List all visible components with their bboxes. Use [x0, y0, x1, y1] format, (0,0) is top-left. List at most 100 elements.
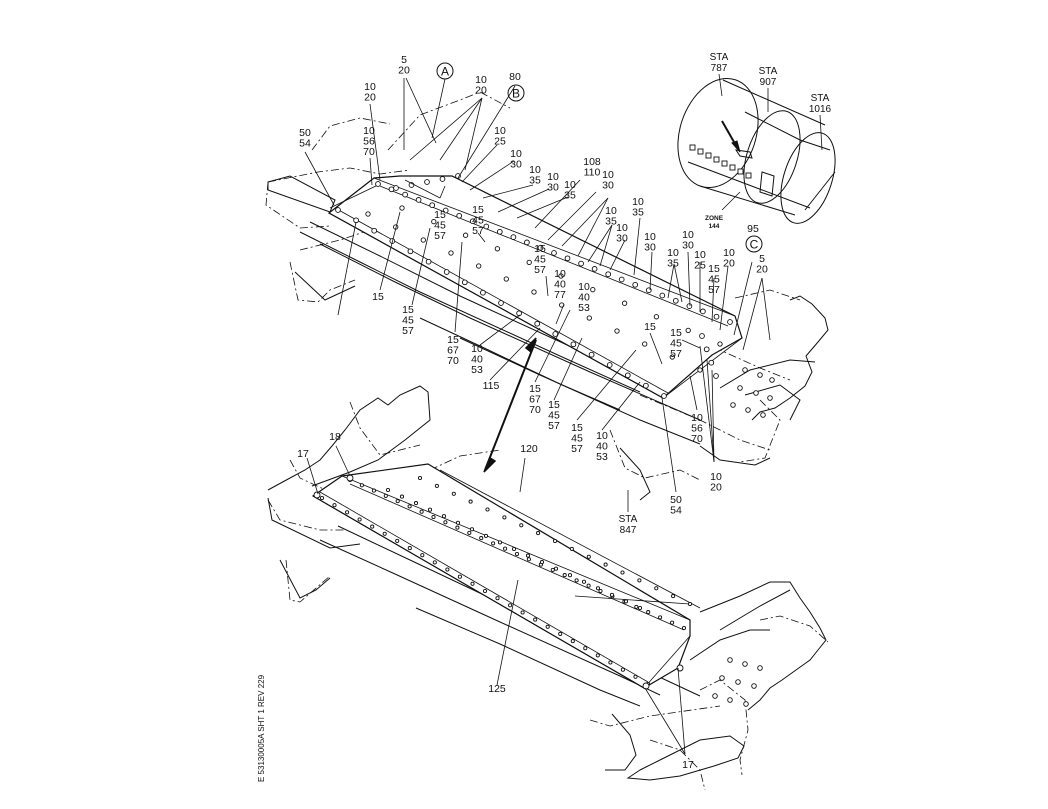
fastener: [672, 297, 679, 304]
fastener: [502, 515, 507, 520]
fastener: [469, 527, 475, 532]
fastener: [620, 570, 625, 575]
fastener: [393, 185, 399, 191]
lower-floor-panel: [311, 463, 701, 689]
svg-text:STA: STA: [619, 514, 638, 525]
fastener: [479, 536, 484, 541]
fastener: [462, 232, 469, 238]
fastener: [514, 551, 520, 557]
fastener: [399, 494, 405, 499]
fastener: [385, 487, 391, 493]
fastener: [432, 560, 437, 565]
fastener: [511, 546, 517, 552]
callout-lower-4: 17: [682, 759, 694, 771]
callout-upper-3: 80: [509, 71, 521, 83]
fastener: [637, 605, 643, 611]
fastener: [395, 538, 400, 543]
fastener: [658, 615, 663, 620]
corner-fastener: [313, 491, 321, 499]
fastener: [586, 554, 591, 559]
fastener: [483, 223, 490, 230]
fastener: [564, 255, 571, 262]
fastener: [483, 533, 489, 538]
fastener: [603, 562, 608, 567]
sta-907-label: STA: [759, 66, 778, 77]
fastener: [526, 259, 532, 266]
callout-lower-2: 17: [297, 448, 309, 460]
fastener: [642, 341, 648, 347]
fastener: [534, 320, 541, 327]
fastener: [633, 674, 638, 679]
fastener: [415, 197, 422, 203]
zone-label: ZONE: [705, 215, 724, 222]
fastener: [442, 207, 449, 214]
fastener: [586, 315, 592, 321]
detail-letter-b: B: [507, 84, 525, 102]
fastener: [461, 279, 468, 286]
fastener: [371, 227, 378, 234]
fastener: [586, 583, 591, 588]
sta-907-value: 907: [760, 77, 777, 88]
fastener: [632, 281, 639, 288]
callout-upper-29: 15: [372, 291, 384, 303]
fastener: [578, 260, 584, 267]
fastener: [687, 601, 693, 607]
fastener: [365, 211, 371, 217]
fastener: [402, 191, 408, 198]
fastener: [717, 341, 723, 347]
fastener: [620, 667, 625, 672]
fastener: [562, 573, 567, 578]
fastener: [685, 327, 691, 334]
fastener: [468, 499, 473, 504]
fastener: [491, 541, 496, 546]
fastener: [569, 546, 574, 551]
fastener: [646, 610, 651, 615]
svg-text:847: 847: [620, 525, 637, 536]
fastener: [420, 237, 426, 243]
fastener: [727, 319, 733, 325]
fastener: [618, 276, 625, 283]
fastener: [319, 495, 325, 501]
svg-text:B: B: [512, 87, 520, 101]
fastener: [609, 592, 615, 597]
fastener: [370, 524, 375, 529]
install-direction-arrow: [483, 337, 537, 473]
fastener: [448, 250, 454, 256]
frame-lightening-holes: [730, 367, 775, 418]
fastener: [424, 179, 430, 185]
fastener: [533, 617, 538, 622]
fastener: [713, 373, 719, 379]
fastener: [431, 218, 437, 225]
fastener: [697, 367, 703, 373]
fastener: [526, 557, 531, 562]
fastener: [550, 567, 555, 572]
fastener: [570, 639, 575, 644]
fastener: [645, 287, 652, 294]
callout-upper-23: 95: [747, 223, 759, 235]
fastener: [467, 530, 472, 535]
detail-letter-c: C: [745, 235, 763, 253]
fastener: [703, 346, 710, 353]
fastener: [482, 588, 488, 594]
fastener: [605, 271, 612, 278]
